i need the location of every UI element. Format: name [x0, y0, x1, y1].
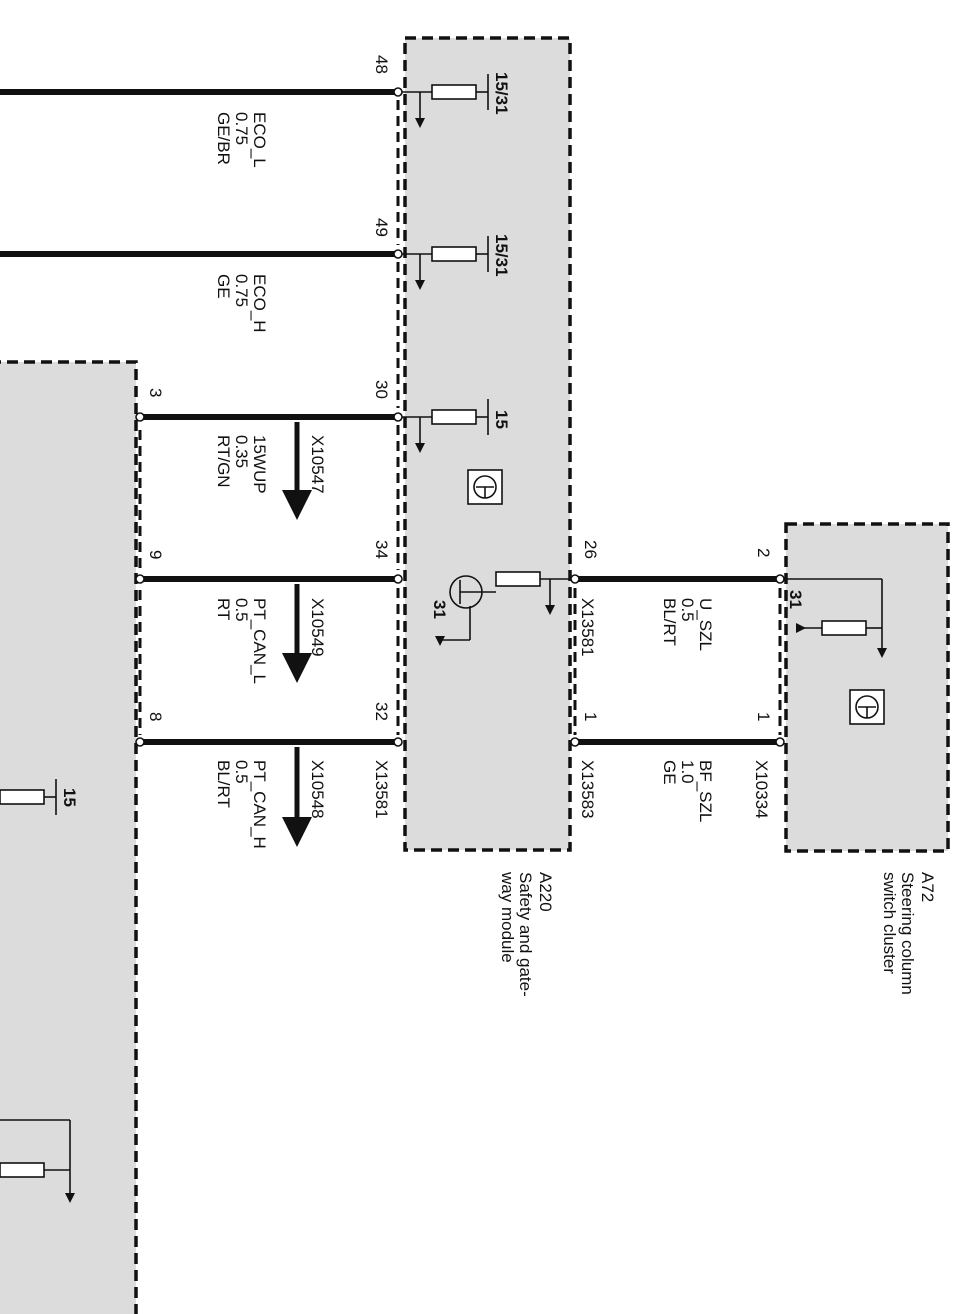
u-szl-color: BL/RT: [660, 598, 679, 646]
term-transistor-ground: 31: [430, 600, 449, 619]
bf-szl-signal: BF_SZL: [696, 760, 715, 822]
a72-module-box: [784, 522, 950, 853]
a220-id: A220: [536, 872, 555, 912]
term-a72-ground: 31: [786, 590, 805, 609]
eco-h-color: GE: [214, 274, 233, 299]
pt-can-h-signal: PT_CAN_H: [250, 760, 269, 849]
pin-48: 48: [372, 55, 391, 74]
a220-name-2: way module: [498, 871, 517, 963]
wup-connector: X10547: [308, 435, 327, 494]
a72-name-1: Steering column: [898, 872, 917, 995]
a72-id: A72: [918, 872, 937, 902]
resistor-49-icon: [398, 236, 489, 290]
eco-l-signal: ECO_L: [250, 112, 269, 168]
eco-l-gauge: 0.75: [232, 112, 251, 145]
resistor-48-icon: [398, 74, 489, 128]
a220-logic-icon: [467, 469, 503, 505]
bf-szl-connector: X13583: [578, 760, 597, 819]
pin-34: 34: [372, 540, 391, 559]
connector-marks: [135, 87, 785, 747]
term-48: 15/31: [492, 72, 511, 115]
a220-name-1: Safety and gate-: [516, 872, 535, 997]
pin-32: 32: [372, 702, 391, 721]
bf-szl-color: GE: [660, 760, 679, 785]
pin-49: 49: [372, 218, 391, 237]
a220-module-box: [403, 36, 572, 852]
wup-color: RT/GN: [214, 435, 233, 488]
pt-can-h-connector: X10548: [308, 760, 327, 819]
pt-can-h-connector2: X13581: [372, 760, 391, 819]
wup-signal: 15WUP: [250, 435, 269, 494]
pt-can-l-connector: X10549: [308, 598, 327, 657]
pt-can-h-color: BL/RT: [214, 760, 233, 808]
pin-30: 30: [372, 380, 391, 399]
pt-can-l-signal: PT_CAN_L: [250, 598, 269, 684]
bf-szl-gauge: 1.0: [678, 760, 697, 784]
a72-logic-icon: [849, 689, 885, 725]
term-left-module: 15: [60, 788, 79, 807]
a220-transistor-icon: [435, 571, 575, 646]
eco-h-gauge: 0.75: [232, 274, 251, 307]
pin-8: 8: [146, 712, 165, 721]
left-module-box: [0, 360, 138, 1314]
pt-can-l-color: RT: [214, 598, 233, 620]
pin-3: 3: [146, 388, 165, 397]
term-49: 15/31: [492, 234, 511, 277]
a72-name-2: switch cluster: [880, 872, 899, 974]
eco-h-signal: ECO_H: [250, 274, 269, 333]
eco-l-color: GE/BR: [214, 112, 233, 165]
pin-9: 9: [146, 550, 165, 559]
u-szl-connector: X13581: [578, 598, 597, 657]
u-szl-gauge: 0.5: [678, 598, 697, 622]
pin-1-a220: 1: [581, 712, 600, 721]
bf-szl-connector2: X10334: [752, 760, 771, 819]
left-module-resistor-icon: [0, 779, 75, 1203]
pin-26: 26: [581, 540, 600, 559]
pin-2-a72: 2: [754, 548, 773, 557]
pt-can-l-gauge: 0.5: [232, 598, 251, 622]
a72-resistor-icon: [780, 578, 887, 658]
wup-gauge: 0.35: [232, 435, 251, 468]
pt-can-h-gauge: 0.5: [232, 760, 251, 784]
u-szl-signal: U_SZL: [696, 598, 715, 651]
term-30: 15: [492, 410, 511, 429]
resistor-30-icon: [398, 399, 489, 453]
pin-1-a72: 1: [754, 712, 773, 721]
